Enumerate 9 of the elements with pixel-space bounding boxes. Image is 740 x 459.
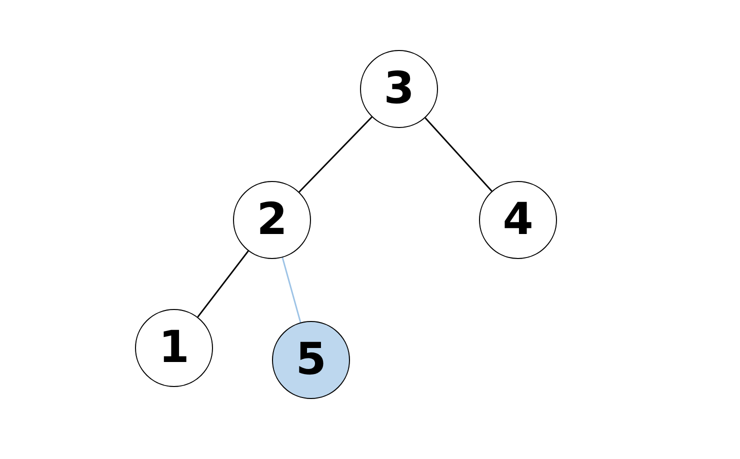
node-number: 2 [256,198,288,242]
node-number: 4 [502,198,534,242]
node-number: 1 [158,326,190,370]
tree-edge-line [424,117,492,192]
node-number: 3 [384,67,414,111]
tree-edge-line [197,250,249,318]
tree-edge-line [298,116,372,193]
tree-edge-line [282,257,302,323]
node-number: 5 [296,338,326,382]
